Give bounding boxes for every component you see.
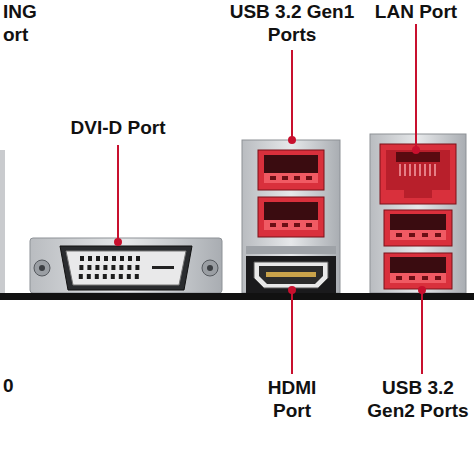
dvi-pin	[128, 256, 132, 261]
dvi-pin	[111, 274, 115, 279]
hdmi-port	[246, 256, 336, 293]
dvi-pin	[119, 265, 123, 270]
dvi-pin	[80, 256, 84, 261]
dvi-pin	[135, 274, 139, 279]
dvi-pin	[135, 265, 139, 270]
dvi-pin	[104, 256, 108, 261]
dvi-pin	[87, 274, 91, 279]
io-shield-edge	[0, 293, 474, 300]
partial-port-label: ort	[3, 23, 45, 46]
partial-label: 0	[3, 374, 23, 397]
usb-hdmi-stack	[242, 140, 340, 293]
dvi-pin	[103, 265, 107, 270]
dvi-pin	[103, 274, 107, 279]
dvi-pin	[127, 265, 131, 270]
lan-usb-stack	[370, 134, 466, 293]
dvi-d-connector	[30, 238, 222, 293]
dvi-pin	[111, 265, 115, 270]
dvi-pin	[79, 274, 83, 279]
dvi-pin	[88, 256, 92, 261]
dvi-pin	[79, 265, 83, 270]
dvi-pin	[95, 274, 99, 279]
partial-part	[0, 150, 5, 293]
dvi-pin	[119, 274, 123, 279]
dvi-pin	[127, 274, 131, 279]
leader-lines	[115, 24, 425, 374]
dvi-pin	[136, 256, 140, 261]
port-label: HDMI Port	[252, 376, 332, 422]
dvi-pin	[87, 265, 91, 270]
dvi-pin	[112, 256, 116, 261]
dvi-pin	[95, 265, 99, 270]
dvi-pin	[120, 256, 124, 261]
port-label: USB 3.2 Gen1 Ports	[228, 0, 356, 46]
port-label: USB 3.2 Gen2 Ports	[364, 376, 472, 422]
port-label: DVI-D Port	[48, 116, 188, 139]
partial-port-label: ING	[3, 0, 45, 23]
rj45-port	[380, 144, 456, 204]
port-label: LAN Port	[360, 0, 472, 23]
dvi-pin	[96, 256, 100, 261]
